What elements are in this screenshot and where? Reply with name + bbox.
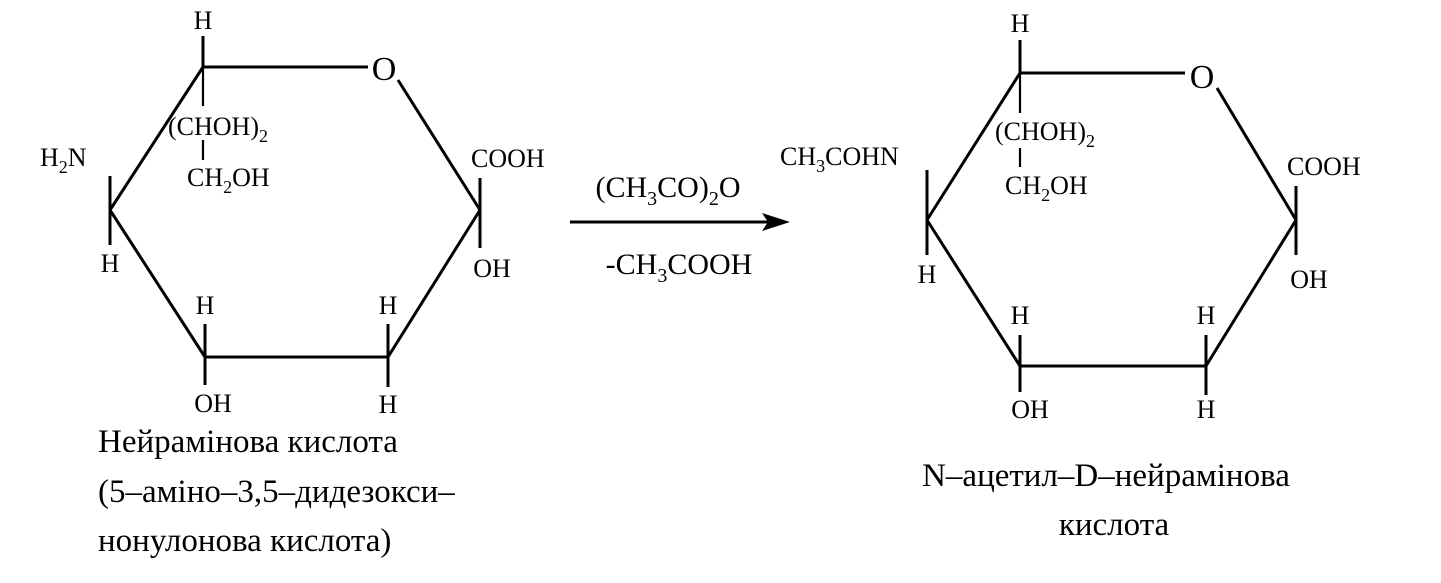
right-ring-bond-o-c2 [1215,87,1298,221]
right-c6-h-label: H [1011,9,1030,38]
left-caption-line-3: нонулонова кислота) [98,523,391,559]
left-c3-h-bottom-label: H [379,390,398,419]
left-amino-group-label: H2N [40,143,87,177]
left-c5-h-label: H [101,249,120,278]
right-acetylamino-group-label: CH3COHN [780,142,899,176]
left-ring-bond-c4-c5 [108,209,207,358]
left-c3-h-top-label: H [379,291,398,320]
left-molecule: O H (CHOH)2 CH2OH H2N H H OH H H COOH OH [40,6,545,419]
left-caption: Нейрамінова кислота (5–аміно–3,5–дидезок… [98,424,455,559]
right-cooh-label: COOH [1287,152,1361,181]
reaction-arrow-head [762,213,790,231]
left-c4-oh-label: OH [194,389,232,418]
left-ring-bond-c5-c6 [108,66,205,211]
left-chain-label-line1: (CHOH)2 [168,112,268,146]
right-caption-line-1: N–ацетил–D–нейрамінова [922,458,1290,494]
left-ring-oxygen-label: O [372,51,397,88]
right-chain-label-line1: (CHOH)2 [995,117,1095,151]
reaction-arrow-group: (CH3CO)2O -CH3COOH [570,171,790,287]
right-caption: N–ацетил–D–нейрамінова кислота [922,458,1290,543]
left-c4-h-label: H [196,291,215,320]
left-caption-line-1: Нейрамінова кислота [98,424,398,460]
left-caption-line-2: (5–аміно–3,5–дидезокси– [98,474,455,510]
right-ring-bond-c5-c6 [925,72,1022,221]
right-c2-oh-label: OH [1290,265,1328,294]
reagent-label: (CH3CO)2O [595,171,740,210]
right-c4-oh-label: OH [1011,395,1049,424]
right-chain-label-line2: CH2OH [1005,171,1088,205]
left-ring-bond-c2-c3 [386,209,482,358]
right-ring-bond-c2-c3 [1204,219,1298,367]
left-c6-h-label: H [194,6,213,35]
left-ring-bond-o-c2 [396,79,482,211]
right-c4-h-label: H [1011,301,1030,330]
left-cooh-label: COOH [471,144,545,173]
right-c5-h-label: H [918,260,937,289]
left-chain-label-line2: CH2OH [187,163,270,197]
right-caption-line-2: кислота [1059,507,1170,543]
left-c2-oh-label: OH [473,254,511,283]
right-c3-h-top-label: H [1197,301,1216,330]
right-c3-h-bottom-label: H [1197,395,1216,424]
right-molecule: O H (CHOH)2 CH2OH CH3COHN H H OH H H COO… [780,9,1361,424]
right-ring-oxygen-label: O [1190,59,1215,96]
right-ring-bond-c4-c5 [925,219,1022,367]
byproduct-label: -CH3COOH [606,248,753,287]
